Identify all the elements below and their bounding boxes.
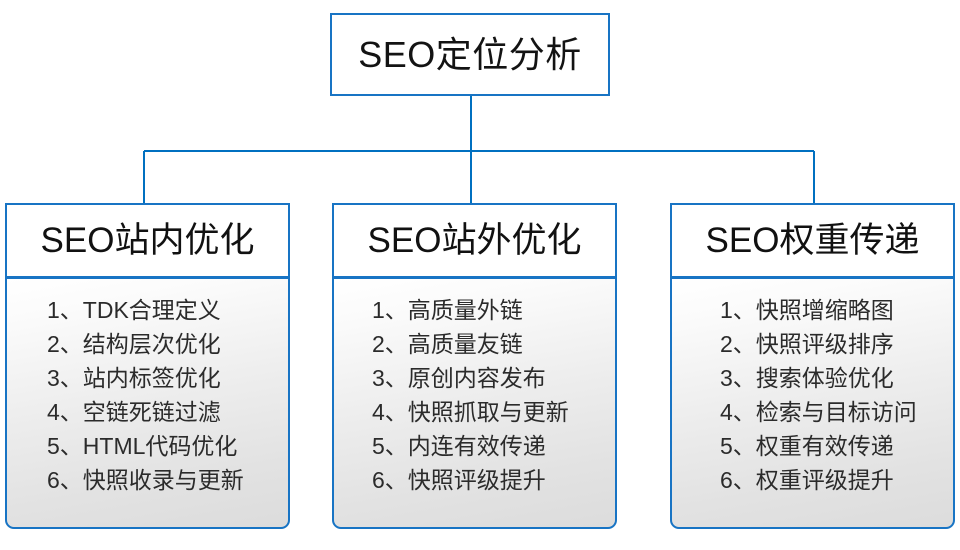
list-item: 5、权重有效传递 <box>720 433 894 459</box>
list-item: 3、站内标签优化 <box>47 365 221 391</box>
list-item: 2、结构层次优化 <box>47 331 221 357</box>
branch-item-list: 1、TDK合理定义 2、结构层次优化 3、站内标签优化 4、空链死链过滤 5、H… <box>7 293 288 497</box>
list-item: 5、内连有效传递 <box>372 433 546 459</box>
branch-body-off-site: 1、高质量外链 2、高质量友链 3、原创内容发布 4、快照抓取与更新 5、内连有… <box>332 277 617 529</box>
branch-item-list: 1、高质量外链 2、高质量友链 3、原创内容发布 4、快照抓取与更新 5、内连有… <box>334 293 615 497</box>
branch-body-on-site: 1、TDK合理定义 2、结构层次优化 3、站内标签优化 4、空链死链过滤 5、H… <box>5 277 290 529</box>
root-node-title: SEO定位分析 <box>358 33 582 75</box>
branch-header-on-site[interactable]: SEO站内优化 <box>5 203 290 278</box>
branch-header-title: SEO站内优化 <box>40 221 255 260</box>
list-item: 6、快照收录与更新 <box>47 467 244 493</box>
branch-body-weight-transfer: 1、快照增缩略图 2、快照评级排序 3、搜索体验优化 4、检索与目标访问 5、权… <box>670 277 955 529</box>
list-item: 4、空链死链过滤 <box>47 399 221 425</box>
list-item: 2、快照评级排序 <box>720 331 894 357</box>
root-node[interactable]: SEO定位分析 <box>330 13 610 96</box>
list-item: 4、检索与目标访问 <box>720 399 917 425</box>
list-item: 1、高质量外链 <box>372 297 523 323</box>
list-item: 4、快照抓取与更新 <box>372 399 569 425</box>
branch-item-list: 1、快照增缩略图 2、快照评级排序 3、搜索体验优化 4、检索与目标访问 5、权… <box>672 293 953 497</box>
branch-off-site[interactable]: SEO站外优化 1、高质量外链 2、高质量友链 3、原创内容发布 4、快照抓取与… <box>332 203 617 529</box>
list-item: 2、高质量友链 <box>372 331 523 357</box>
list-item: 3、原创内容发布 <box>372 365 546 391</box>
list-item: 3、搜索体验优化 <box>720 365 894 391</box>
list-item: 6、权重评级提升 <box>720 467 894 493</box>
branch-weight-transfer[interactable]: SEO权重传递 1、快照增缩略图 2、快照评级排序 3、搜索体验优化 4、检索与… <box>670 203 955 529</box>
branch-header-off-site[interactable]: SEO站外优化 <box>332 203 617 278</box>
branch-header-weight-transfer[interactable]: SEO权重传递 <box>670 203 955 278</box>
branch-header-title: SEO站外优化 <box>367 221 582 260</box>
list-item: 5、HTML代码优化 <box>47 433 238 459</box>
list-item: 6、快照评级提升 <box>372 467 546 493</box>
list-item: 1、快照增缩略图 <box>720 297 894 323</box>
branch-header-title: SEO权重传递 <box>705 221 920 260</box>
list-item: 1、TDK合理定义 <box>47 297 221 323</box>
branch-on-site[interactable]: SEO站内优化 1、TDK合理定义 2、结构层次优化 3、站内标签优化 4、空链… <box>5 203 290 529</box>
